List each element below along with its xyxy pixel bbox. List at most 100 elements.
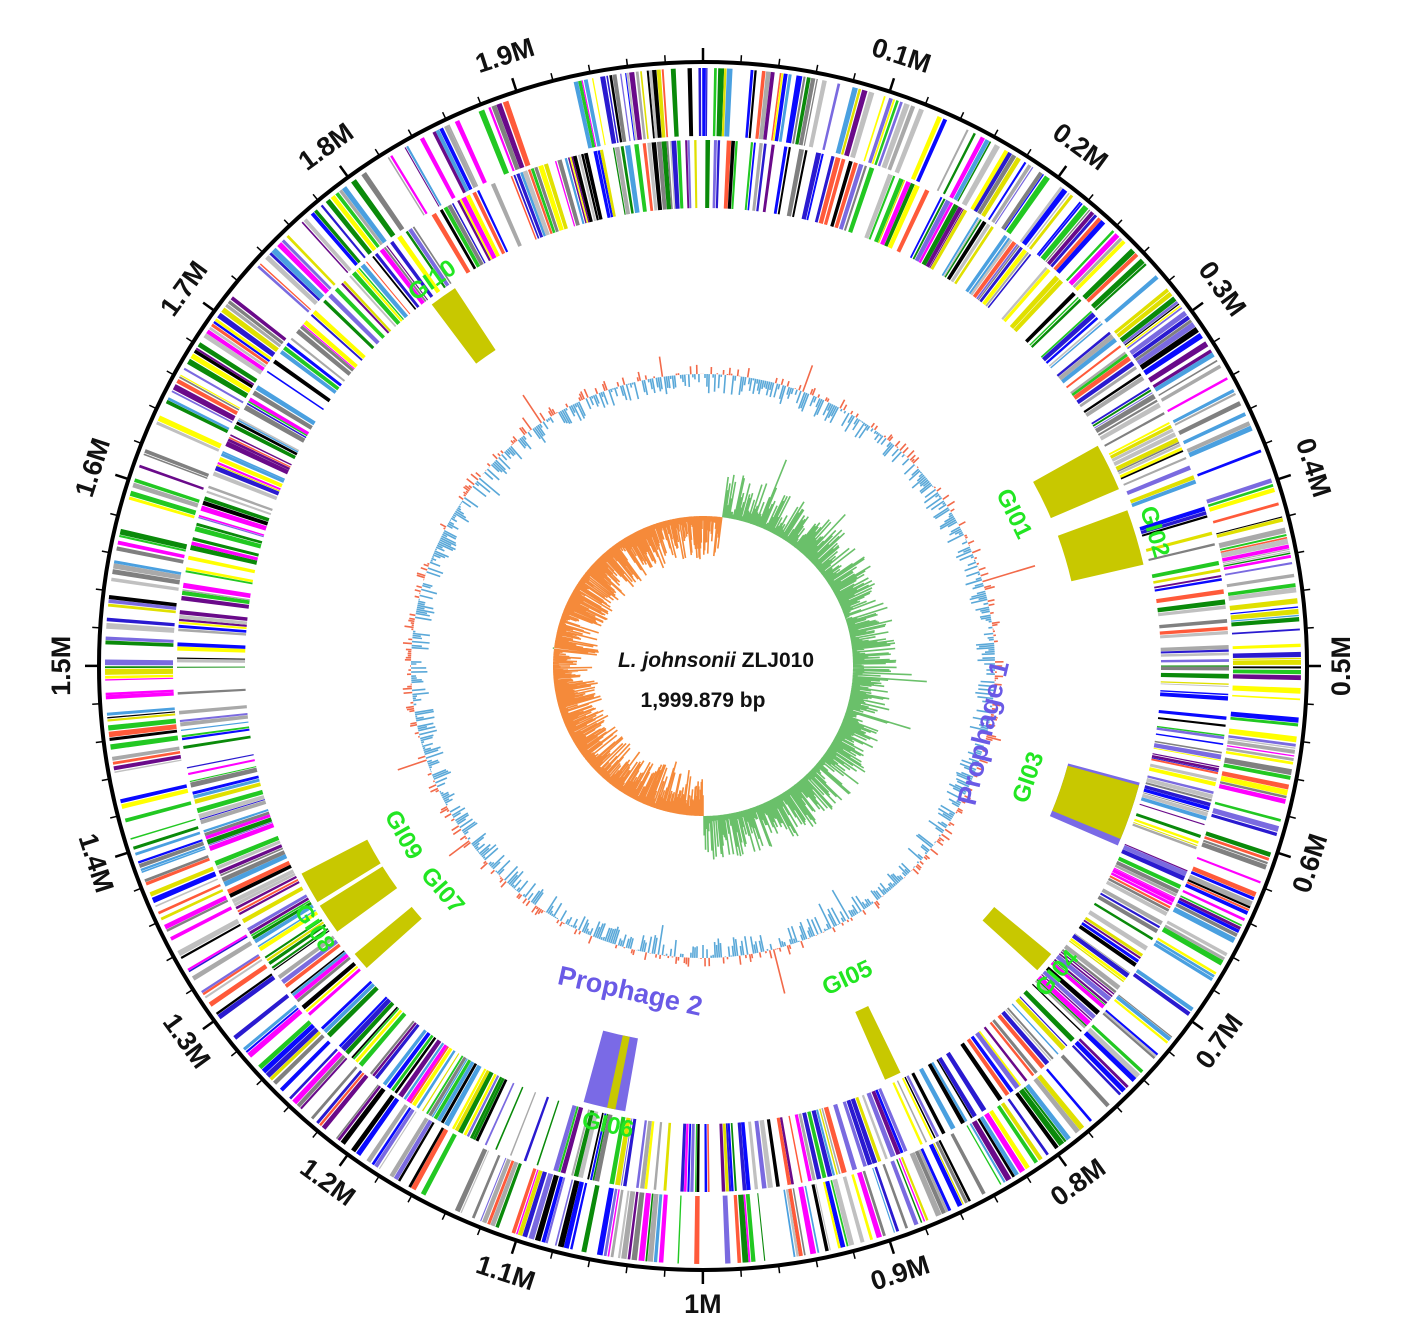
cds-feature [1145, 782, 1212, 802]
cds-feature [640, 71, 649, 139]
cds-feature [919, 1067, 956, 1130]
cds-feature [1082, 248, 1136, 300]
cds-feature [1146, 778, 1214, 799]
scale-tick [1305, 703, 1314, 706]
cds-feature [953, 139, 990, 201]
cds-feature [113, 754, 182, 771]
cds-feature [936, 129, 969, 192]
cds-feature [208, 964, 268, 1007]
cds-feature [1065, 345, 1122, 389]
cds-feature [325, 198, 373, 255]
cds-feature [520, 171, 546, 237]
cds-feature [1160, 672, 1229, 679]
cds-feature [727, 1123, 734, 1192]
scale-label: 0.3M [1193, 256, 1253, 322]
scale-tick [1115, 1105, 1123, 1113]
cds-feature [358, 267, 404, 320]
genomic-island-block [431, 288, 496, 364]
cds-feature [202, 500, 269, 526]
cds-feature [129, 490, 197, 516]
cds-feature [754, 1120, 767, 1189]
cds-feature [1207, 483, 1274, 508]
scale-tick [1142, 1078, 1150, 1086]
cds-feature [114, 759, 182, 773]
cds-feature [406, 1044, 448, 1103]
cds-feature [1114, 864, 1178, 897]
cds-feature [563, 1181, 584, 1249]
cds-feature [1160, 364, 1222, 402]
cds-feature [1037, 975, 1091, 1026]
cds-feature [878, 179, 906, 244]
cds-feature [1151, 758, 1219, 775]
cds-feature [554, 160, 576, 227]
cds-feature [227, 300, 284, 345]
cds-feature [312, 310, 366, 360]
cds-feature [1102, 1012, 1156, 1059]
cds-feature [144, 855, 209, 883]
cds-feature [301, 221, 349, 274]
cds-feature [694, 140, 698, 209]
cds-feature [1178, 401, 1242, 436]
cds-feature [517, 1169, 543, 1236]
cds-feature [203, 496, 270, 522]
cds-feature [880, 180, 911, 246]
cds-feature [140, 845, 206, 872]
cds-feature [167, 397, 230, 431]
cds-feature [105, 668, 174, 675]
cds-feature [408, 228, 450, 287]
cds-feature [1052, 960, 1106, 1006]
cds-feature [351, 1094, 395, 1153]
cds-feature [620, 1118, 633, 1186]
cds-feature [426, 1055, 464, 1115]
cds-feature [108, 724, 177, 738]
cds-feature [439, 209, 477, 270]
cds-feature [203, 809, 269, 833]
cds-feature [1178, 897, 1242, 930]
cds-feature [968, 237, 1011, 295]
cds-feature [1115, 995, 1172, 1041]
cds-feature [1156, 725, 1225, 737]
cds-feature [138, 841, 205, 869]
cds-feature [204, 958, 263, 999]
cds-feature [1164, 924, 1226, 961]
genomic-island-label: GI07 [415, 862, 469, 919]
cds-feature [289, 1048, 338, 1100]
scale-label: 0.1M [868, 32, 934, 79]
cds-feature [351, 179, 396, 238]
cds-feature [927, 1063, 965, 1125]
cds-feature [419, 137, 456, 200]
cds-feature [589, 1113, 607, 1181]
cds-feature [1103, 1011, 1157, 1058]
cds-feature [642, 143, 654, 212]
cds-feature [811, 1109, 833, 1178]
cds-feature [1050, 214, 1098, 268]
scale-tick [230, 1050, 238, 1057]
cds-feature [1104, 275, 1159, 323]
cds-feature [1087, 1027, 1141, 1079]
cds-feature [180, 721, 249, 732]
cds-feature [1180, 895, 1243, 927]
cds-feature [206, 490, 272, 516]
cds-feature [798, 1113, 816, 1181]
cds-feature [290, 950, 345, 994]
cds-feature [1160, 690, 1229, 696]
cds-feature [748, 1121, 759, 1190]
cds-feature [495, 1163, 522, 1229]
scale-tick [1167, 275, 1176, 282]
scale-tick [1305, 626, 1314, 629]
cds-feature [1222, 548, 1290, 564]
cds-feature [221, 850, 286, 882]
cds-feature [372, 1022, 417, 1077]
cds-feature [259, 263, 312, 311]
cds-feature [779, 1117, 794, 1185]
scale-tick [114, 473, 130, 481]
cds-feature [965, 234, 1008, 293]
cds-feature [680, 1123, 687, 1192]
cds-feature [606, 75, 619, 143]
cds-feature [979, 1116, 1019, 1177]
cds-feature [189, 766, 257, 783]
cds-feature [121, 788, 189, 809]
cds-feature [257, 909, 316, 948]
cds-feature [850, 91, 875, 159]
cds-feature [892, 1082, 923, 1145]
